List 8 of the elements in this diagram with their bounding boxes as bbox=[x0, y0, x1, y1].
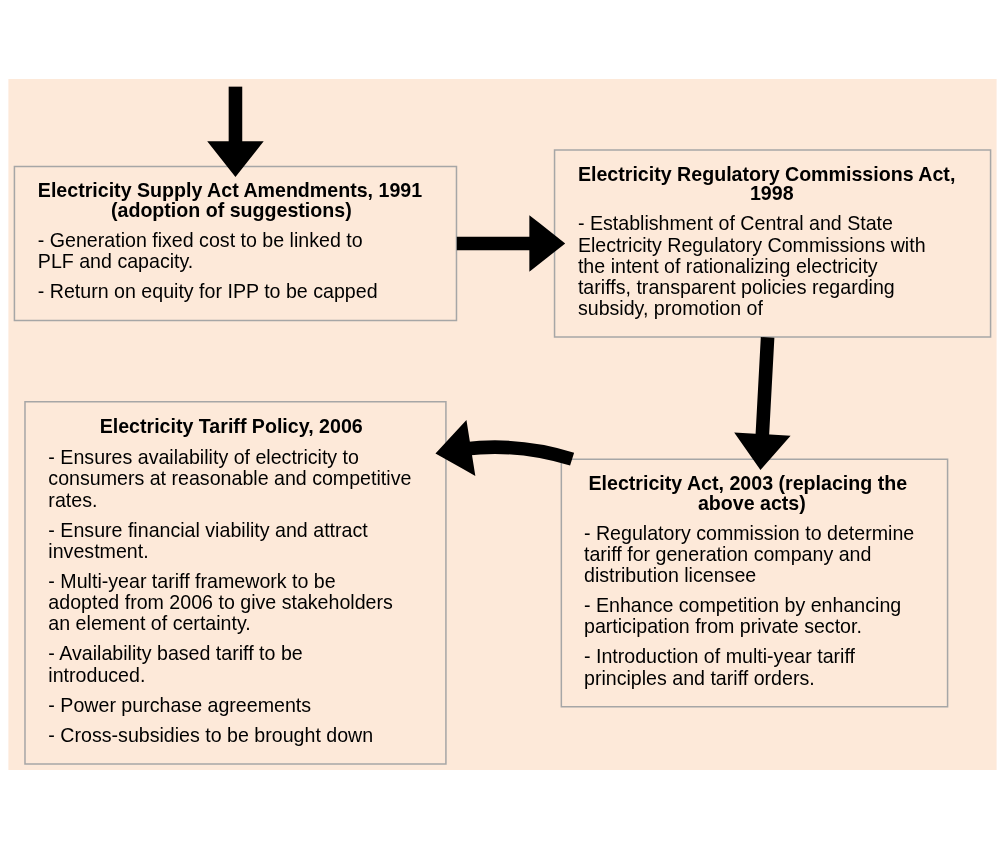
arrow bbox=[456, 215, 566, 272]
node-box: Electricity Act, 2003 (replacing the above acts) - Regulatory commission to determine tariff for generation company and distribution licensee - Enhance competition by enhancing participation from private sector. - Introduction of multi-year tariff principles and tariff orders. bbox=[560, 458, 949, 708]
node-box: Electricity Supply Act Amendments, 1991 (adoption of suggestions) - Generation fixed cost to be linked to PLF and capacity. - Return on equity for IPP to be capped bbox=[13, 165, 458, 322]
arrow bbox=[207, 86, 264, 178]
arrow bbox=[734, 336, 791, 470]
arrow bbox=[435, 420, 574, 476]
node-box: Electricity Tariff Policy, 2006 - Ensures availability of electricity to consumers at reasonable and competitive rates. - Ensure financial viability and attract investment. - Multi-year tariff framework to be adopted from 2006 to give stakeholders an element of certainty. - Availability based tariff to be introduced. - Power purchase agreements - Cross-subsidies to be brought down bbox=[24, 401, 447, 765]
node-box: Electricity Regulatory Commissions Act, 1998 - Establishment of Central and State Electricity Regulatory Commissions with the intent of rationalizing electricity tariffs, transparent policies regarding subsidy, promotion of bbox=[553, 149, 992, 338]
